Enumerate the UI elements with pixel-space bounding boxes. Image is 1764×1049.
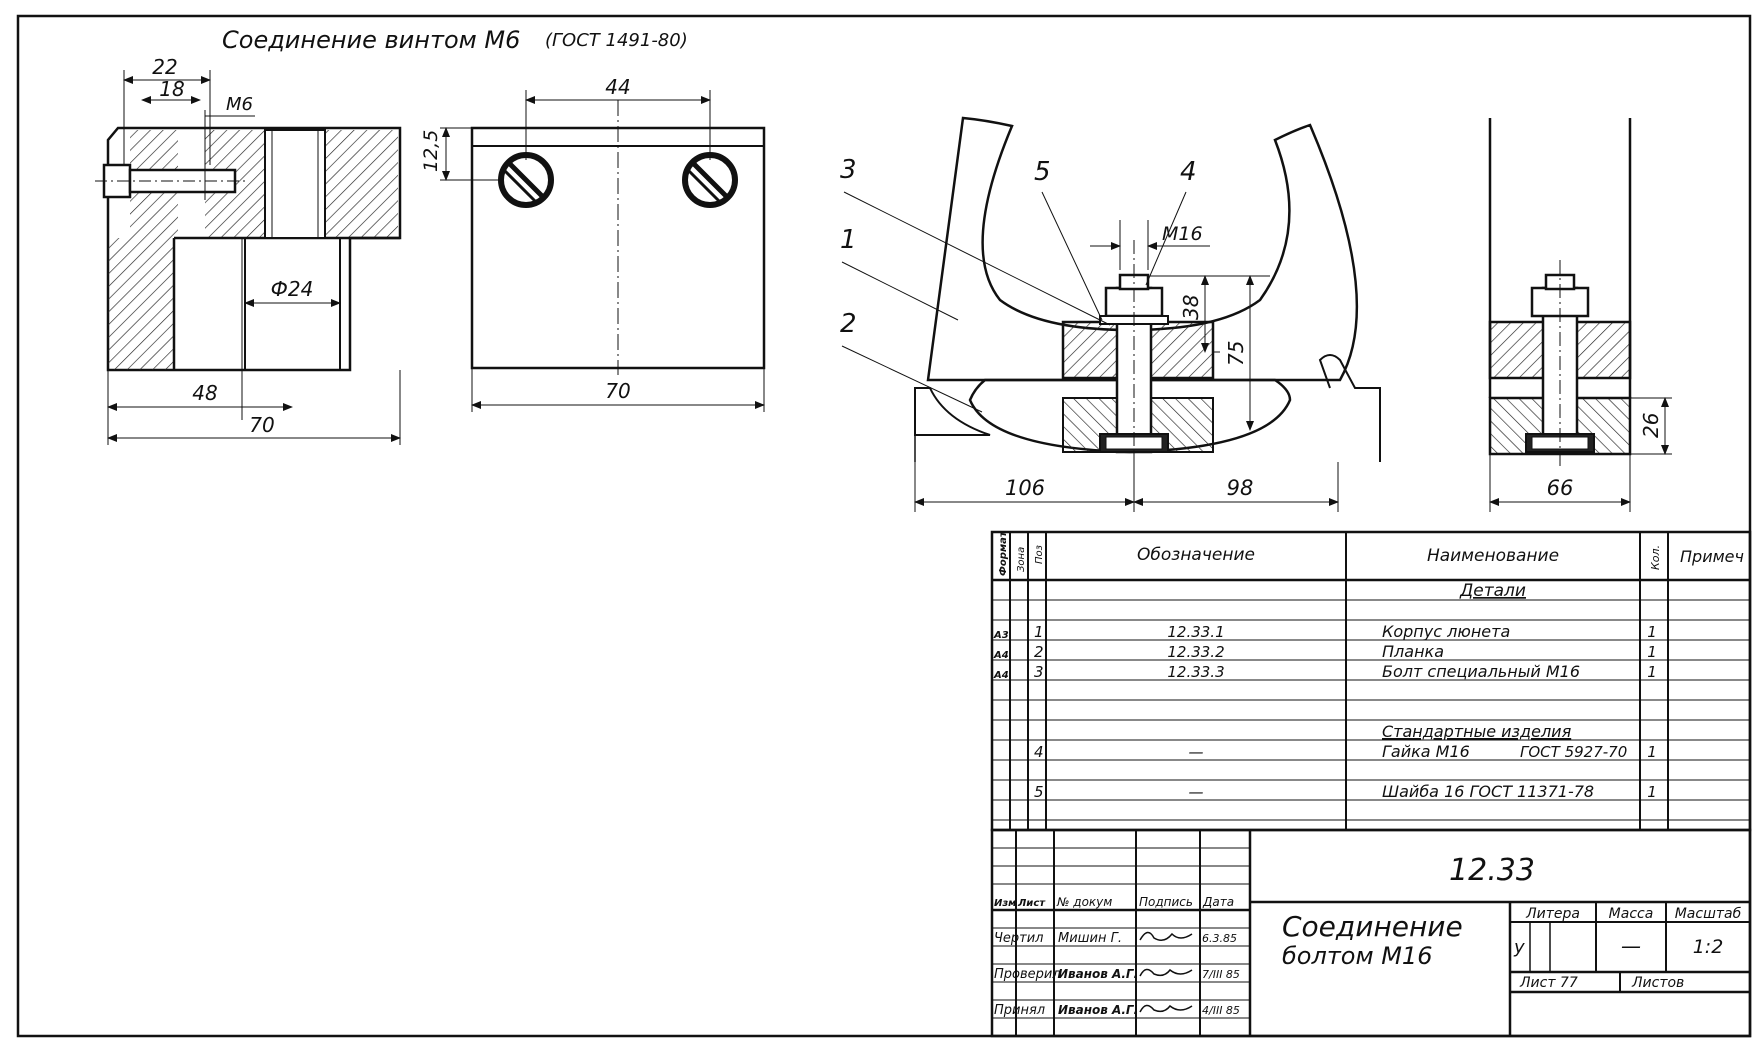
dim-70-mid: 70 xyxy=(605,379,630,403)
role-approved: Принял xyxy=(994,1003,1045,1018)
col-izm: Изм xyxy=(994,898,1016,909)
dim-m6: М6 xyxy=(226,94,253,115)
signature-drawn xyxy=(1139,931,1193,941)
value-litera: у xyxy=(1513,937,1525,958)
label-litera: Литера xyxy=(1525,906,1580,922)
plan-view-plate xyxy=(470,100,766,375)
drawing-title-line1: Соединение xyxy=(1282,910,1463,943)
header-note: Примеч xyxy=(1680,547,1744,566)
dim-98: 98 xyxy=(1227,476,1254,500)
row5-qty: 1 xyxy=(1647,783,1657,801)
row2-designation: 12.33.2 xyxy=(1167,643,1224,661)
dim-66: 66 xyxy=(1547,476,1574,500)
specification-table xyxy=(990,530,1752,832)
leader-label-4: 4 xyxy=(1180,157,1197,187)
row4-designation: — xyxy=(1189,743,1204,761)
signature-approved xyxy=(1139,1004,1193,1013)
row2-qty: 1 xyxy=(1647,643,1657,661)
row2-pos: 2 xyxy=(1034,643,1044,661)
name-checked: Иванов А.Г. xyxy=(1058,967,1138,981)
dim-12-5: 12,5 xyxy=(420,130,442,172)
name-approved: Иванов А.Г. xyxy=(1058,1003,1138,1017)
dim-diam24: Ф24 xyxy=(271,277,314,301)
leader-label-5: 5 xyxy=(1034,157,1051,187)
dim-m16: М16 xyxy=(1162,223,1203,245)
role-checked: Проверил xyxy=(994,967,1061,982)
dim-48: 48 xyxy=(192,381,217,405)
date-approved: 4/III 85 xyxy=(1202,1004,1240,1017)
dim-70-left: 70 xyxy=(249,413,274,437)
row4-name-standard: ГОСТ 5927-70 xyxy=(1520,743,1627,761)
date-drawn: 6.3.85 xyxy=(1202,932,1237,945)
side-view-bolt xyxy=(1488,118,1632,470)
doc-number: 12.33 xyxy=(1449,853,1535,888)
header-pos: Поз xyxy=(1034,545,1045,564)
section-standard: Стандартные изделия xyxy=(1382,722,1572,741)
dim-44: 44 xyxy=(605,75,630,99)
drawing-title-line2: болтом М16 xyxy=(1282,942,1432,970)
title-block: 12.33 Соединение болтом М16 Изм Лист № д… xyxy=(994,853,1742,1018)
header-designation: Обозначение xyxy=(1137,545,1255,565)
row3-pos: 3 xyxy=(1034,663,1044,681)
label-sheet: Лист 77 xyxy=(1519,975,1578,991)
row3-format: А4 xyxy=(993,670,1009,681)
row1-qty: 1 xyxy=(1647,623,1657,641)
row2-name: Планка xyxy=(1382,642,1444,661)
col-date: Дата xyxy=(1202,895,1234,909)
signature-checked xyxy=(1139,968,1193,977)
label-sheets: Листов xyxy=(1631,975,1684,991)
right-drawing: 1 2 3 4 5 М16 38 75 106 98 xyxy=(840,116,1672,512)
header-qty: Кол. xyxy=(1649,545,1662,570)
value-mass: — xyxy=(1621,934,1641,958)
row3-qty: 1 xyxy=(1647,663,1657,681)
dim-26: 26 xyxy=(1639,413,1663,438)
row3-name: Болт специальный М16 xyxy=(1382,662,1580,681)
label-scale: Масштаб xyxy=(1675,906,1742,922)
row1-name: Корпус люнета xyxy=(1382,622,1510,641)
date-checked: 7/III 85 xyxy=(1202,968,1240,981)
row1-designation: 12.33.1 xyxy=(1167,623,1224,641)
sheet-frame xyxy=(16,14,1752,1038)
row1-format: А3 xyxy=(993,630,1009,641)
leader-label-1: 1 xyxy=(840,225,857,255)
spec-table-headers: Формат Зона Поз Обозначение Наименование… xyxy=(998,530,1744,576)
row3-designation: 12.33.3 xyxy=(1167,663,1224,681)
label-mass: Масса xyxy=(1609,906,1654,922)
section-view-bolt xyxy=(914,116,1381,470)
dim-18: 18 xyxy=(159,77,184,101)
row1-pos: 1 xyxy=(1034,623,1044,641)
row5-designation: — xyxy=(1189,783,1204,801)
section-view-screw xyxy=(95,110,402,372)
row5-name: Шайба 16 ГОСТ 11371-78 xyxy=(1382,782,1594,801)
header-format: Формат xyxy=(998,530,1009,576)
left-title-standard: (ГОСТ 1491-80) xyxy=(545,30,688,51)
title-block-grid xyxy=(990,828,1752,1038)
section-details: Детали xyxy=(1459,581,1526,601)
value-scale: 1:2 xyxy=(1693,936,1724,958)
row4-pos: 4 xyxy=(1034,743,1044,761)
row4-name: Гайка М16 xyxy=(1382,742,1470,761)
header-name: Наименование xyxy=(1427,546,1559,566)
row5-pos: 5 xyxy=(1034,783,1044,801)
dim-106: 106 xyxy=(1005,476,1045,500)
header-zone: Зона xyxy=(1016,547,1027,572)
row2-format: А4 xyxy=(993,650,1009,661)
dim-75: 75 xyxy=(1224,341,1248,366)
col-list: Лист xyxy=(1017,898,1046,909)
spec-table-body: Детали А3 1 12.33.1 Корпус люнета 1 А4 2… xyxy=(993,581,1657,801)
role-drawn: Чертил xyxy=(994,931,1044,946)
leader-label-2: 2 xyxy=(840,309,857,339)
name-drawn: Мишин Г. xyxy=(1058,931,1122,946)
col-sign: Подпись xyxy=(1139,895,1193,909)
left-title: Соединение винтом М6 xyxy=(222,26,520,54)
dim-38: 38 xyxy=(1179,295,1203,320)
col-ndoc: № докум xyxy=(1056,895,1112,909)
dim-22: 22 xyxy=(152,55,177,79)
leader-label-3: 3 xyxy=(840,155,857,185)
row4-qty: 1 xyxy=(1647,743,1657,761)
left-drawing: Соединение винтом М6 (ГОСТ 1491-80) 2 xyxy=(95,26,766,445)
